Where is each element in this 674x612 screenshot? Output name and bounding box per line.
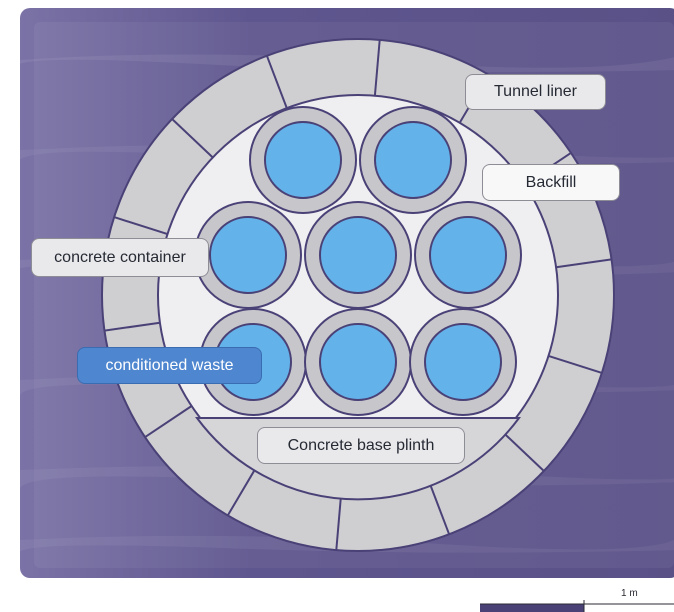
container-mid-left [194, 201, 302, 309]
liner-joint [113, 216, 168, 236]
container-mid-right [414, 201, 522, 309]
container-bottom-right [409, 308, 517, 416]
conditioned-waste [424, 323, 502, 401]
liner-joint [548, 354, 603, 374]
concrete-base-plinth-label: Concrete base plinth [257, 427, 465, 464]
liner-joint [171, 118, 214, 159]
conditioned-waste [319, 323, 397, 401]
backfill-label: Backfill [482, 164, 620, 201]
waste-containers [194, 106, 522, 416]
liner-joint [226, 466, 258, 516]
liner-joint [428, 481, 451, 535]
conditioned-waste [264, 121, 342, 199]
scale-bar-label: 1 m [621, 588, 638, 599]
liner-joint [502, 431, 545, 472]
conditioned-waste [319, 216, 397, 294]
conditioned-waste [429, 216, 507, 294]
scale-bar-dark-segment [480, 604, 584, 612]
liner-joint [335, 494, 343, 551]
container-top-right [359, 106, 467, 214]
liner-joint [265, 55, 288, 109]
liner-joint [104, 321, 161, 332]
container-mid-center [304, 201, 412, 309]
liner-joint [555, 258, 612, 269]
liner-joint [144, 405, 193, 438]
scale-bar [480, 600, 674, 612]
liner-joint [373, 39, 381, 96]
container-bottom-center [304, 308, 412, 416]
concrete-container-label: concrete container [31, 238, 209, 277]
conditioned-waste [209, 216, 287, 294]
container-top-left [249, 106, 357, 214]
conditioned-waste-label: conditioned waste [77, 347, 262, 384]
tunnel-liner-label: Tunnel liner [465, 74, 606, 110]
conditioned-waste [374, 121, 452, 199]
